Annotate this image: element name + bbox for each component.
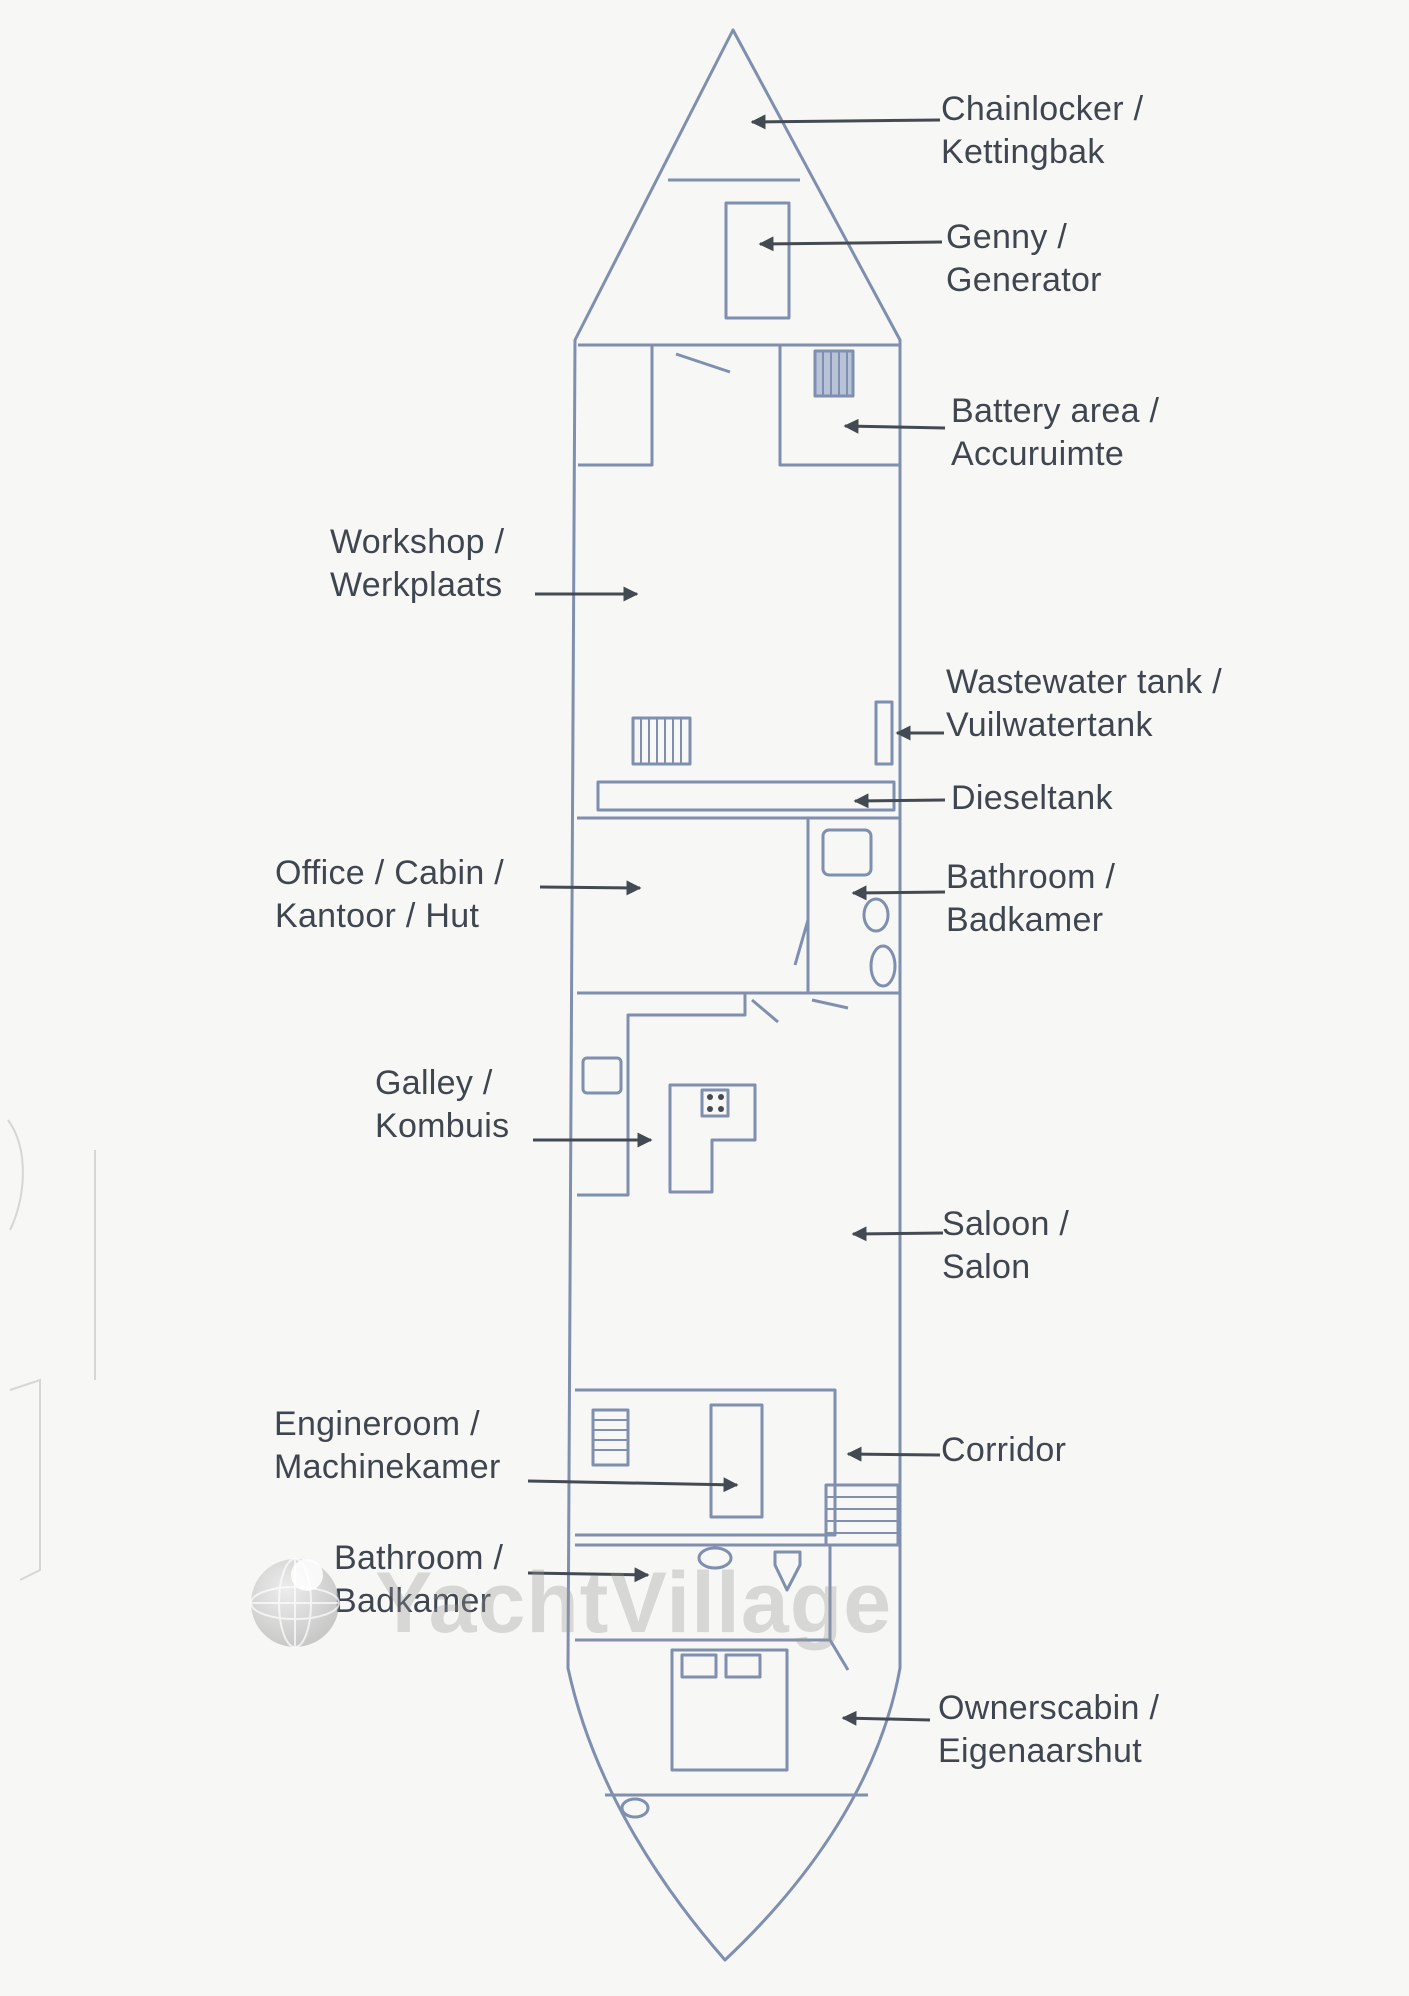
ownerscabin-door [828, 1639, 850, 1671]
galley-sink [581, 1056, 623, 1095]
label-saloon-en: Saloon / [942, 1205, 1070, 1243]
fwd-locker-wall [578, 345, 654, 467]
label-genny-nl: Generator [946, 261, 1102, 299]
arrow-battery [843, 418, 946, 434]
galley-door-left [751, 998, 779, 1024]
label-battery: Battery area / Accuruimte [951, 390, 1159, 476]
label-engineroom: Engineroom / Machinekamer [274, 1403, 501, 1489]
label-corridor-text: Corridor [941, 1431, 1067, 1469]
galley-door-right [811, 998, 849, 1010]
dieseltank-shape [596, 780, 896, 812]
label-workshop-nl: Werkplaats [330, 566, 503, 604]
galley-hob [700, 1088, 730, 1118]
label-ownerscabin-en: Ownerscabin / [938, 1689, 1160, 1727]
arrow-ownerscabin [841, 1710, 931, 1726]
arrow-engineroom [527, 1477, 739, 1493]
label-bathroom-fwd-en: Bathroom / [946, 858, 1116, 896]
pillow-left [680, 1653, 718, 1679]
arrow-genny [758, 236, 943, 252]
sink-aft [697, 1546, 733, 1570]
galley-counter-outline [577, 993, 747, 1197]
shower-tray [821, 828, 873, 877]
label-genny: Genny / Generator [946, 216, 1102, 302]
label-office-en: Office / Cabin / [275, 854, 505, 892]
engineroom-hatch [591, 1408, 630, 1467]
label-wastewater-en: Wastewater tank / [946, 663, 1222, 701]
label-bathroom-aft: Bathroom / Badkamer [334, 1537, 503, 1623]
fwd-locker-door [675, 352, 731, 374]
watermark-text: YachtVillage [375, 1554, 893, 1651]
toilet-fwd [862, 897, 890, 933]
label-battery-en: Battery area / [951, 392, 1160, 430]
label-engineroom-en: Engineroom / [274, 1405, 480, 1443]
label-office-nl: Kantoor / Hut [275, 897, 480, 935]
label-bathroom-fwd: Bathroom / Badkamer [946, 856, 1115, 942]
label-dieseltank-text: Dieseltank [951, 779, 1113, 817]
galley-island [668, 1083, 757, 1194]
label-chainlocker: Chainlocker / Kettingbak [941, 88, 1143, 174]
label-genny-en: Genny / [946, 218, 1068, 256]
workshop-hatch [631, 716, 692, 766]
engine-block [709, 1403, 764, 1519]
arrow-bathroom-fwd [851, 885, 946, 901]
arrow-corridor [846, 1446, 941, 1462]
label-saloon-nl: Salon [942, 1248, 1031, 1286]
battery-area-wall [778, 345, 900, 467]
label-galley-nl: Kombuis [375, 1107, 510, 1145]
label-office: Office / Cabin / Kantoor / Hut [275, 852, 504, 938]
toilet-aft [773, 1550, 802, 1592]
corridor-stairs [824, 1483, 900, 1547]
label-workshop-en: Workshop / [330, 523, 505, 561]
label-bathroom-fwd-nl: Badkamer [946, 901, 1104, 939]
label-engineroom-nl: Machinekamer [274, 1448, 501, 1486]
sink-fwd [869, 944, 897, 988]
label-wastewater-nl: Vuilwatertank [946, 706, 1153, 744]
arrow-office [539, 880, 642, 896]
arrow-bathroom-aft [527, 1567, 650, 1583]
label-dieseltank: Dieseltank [951, 777, 1113, 820]
wastewater-tank-shape [874, 700, 894, 766]
globe-icon [250, 1558, 340, 1648]
label-bathroom-aft-nl: Badkamer [334, 1582, 492, 1620]
label-galley-en: Galley / [375, 1064, 493, 1102]
office-door [793, 919, 810, 966]
label-saloon: Saloon / Salon [942, 1203, 1069, 1289]
label-chainlocker-en: Chainlocker / [941, 90, 1144, 128]
owners-bed [670, 1648, 789, 1772]
aft-round-hatch [620, 1797, 650, 1819]
watermark: YachtVillage [245, 1548, 892, 1658]
label-workshop: Workshop / Werkplaats [330, 521, 504, 607]
engineroom-outline [575, 1388, 837, 1537]
label-chainlocker-nl: Kettingbak [941, 133, 1105, 171]
arrow-dieseltank [853, 793, 946, 809]
label-ownerscabin-nl: Eigenaarshut [938, 1732, 1142, 1770]
generator-box [724, 201, 791, 320]
label-galley: Galley / Kombuis [375, 1062, 509, 1148]
pillow-right [724, 1653, 762, 1679]
label-wastewater: Wastewater tank / Vuilwatertank [946, 661, 1222, 747]
label-battery-nl: Accuruimte [951, 435, 1125, 473]
arrow-saloon [851, 1226, 944, 1242]
label-ownerscabin: Ownerscabin / Eigenaarshut [938, 1687, 1159, 1773]
arrow-chainlocker [750, 114, 941, 130]
label-corridor: Corridor [941, 1429, 1066, 1472]
label-bathroom-aft-en: Bathroom / [334, 1539, 504, 1577]
hull-outline [566, 28, 902, 1962]
